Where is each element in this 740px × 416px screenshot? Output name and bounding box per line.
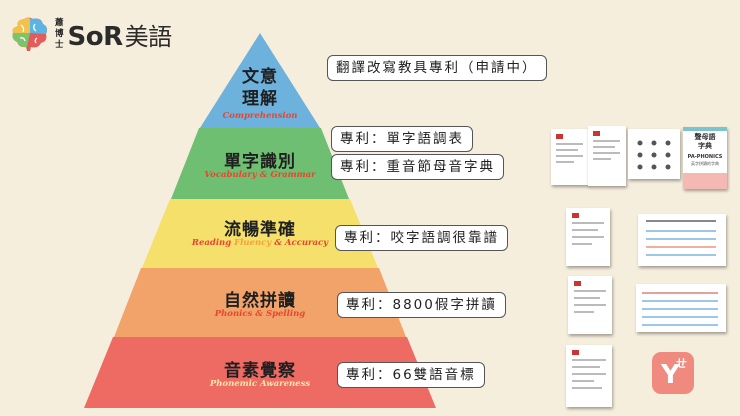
logo-doctor-text: 蕭博士 <box>55 17 64 50</box>
pyramid-level-phonics <box>114 268 406 337</box>
logo-brand-sor: SoR <box>67 21 124 52</box>
level-title-phonemic: 音素覺察 <box>224 361 296 381</box>
patent-box-translation: 翻譯改寫教具專利（申請中） <box>327 55 547 81</box>
patent-document-image <box>566 208 610 266</box>
level-subtitle-phonemic: Phonemic Awareness <box>209 379 311 389</box>
logo-brand: SoR美語 <box>67 17 173 52</box>
dictionary-book-image: 聲母語字典 PA-PHONICS 英字拼讀的字典 <box>683 127 727 189</box>
logo-brand-cn: 美語 <box>124 22 173 51</box>
patent-box-pseudo-words: 專利：8800假字拼讀 <box>337 292 506 318</box>
patent-document-image <box>551 129 589 185</box>
patent-box-vowel-dictionary: 專利：重音節母音字典 <box>331 154 504 180</box>
patent-box-phonetic-symbols: 專利：66雙語音標 <box>337 362 485 388</box>
pyramid-level-vocabulary <box>171 128 349 199</box>
level-title-comprehension: 文意理解 <box>242 67 278 109</box>
patent-document-image <box>588 126 626 186</box>
pyramid-apex <box>200 33 320 128</box>
pseudo-word-chart-image <box>636 284 726 332</box>
level-title-phonics: 自然拼讀 <box>224 291 296 311</box>
level-subtitle-phonics: Phonics & Spelling <box>214 309 306 319</box>
level-title-vocabulary: 單字識別 <box>224 152 296 172</box>
level-subtitle-fluency: Reading Fluency & Accuracy <box>191 238 329 248</box>
patent-box-word-intonation: 專利：單字語調表 <box>331 126 473 152</box>
articulation-chart-image <box>638 214 726 266</box>
pyramid-level-fluency <box>142 199 378 268</box>
brain-icon <box>12 17 47 51</box>
patent-document-image <box>568 276 612 334</box>
intonation-chart-image <box>628 129 680 179</box>
level-subtitle-vocabulary: Vocabulary & Grammar <box>204 170 316 180</box>
patent-document-image <box>566 345 612 407</box>
pyramid-level-phonemic <box>84 337 436 408</box>
patent-box-articulation: 專利：咬字語調很靠譜 <box>335 225 508 251</box>
logo: 蕭博士 SoR美語 <box>10 14 172 54</box>
level-title-fluency: 流暢準確 <box>224 220 296 240</box>
app-icon: Y ㄝ <box>652 352 694 394</box>
level-subtitle-comprehension: Comprehension <box>222 111 298 121</box>
